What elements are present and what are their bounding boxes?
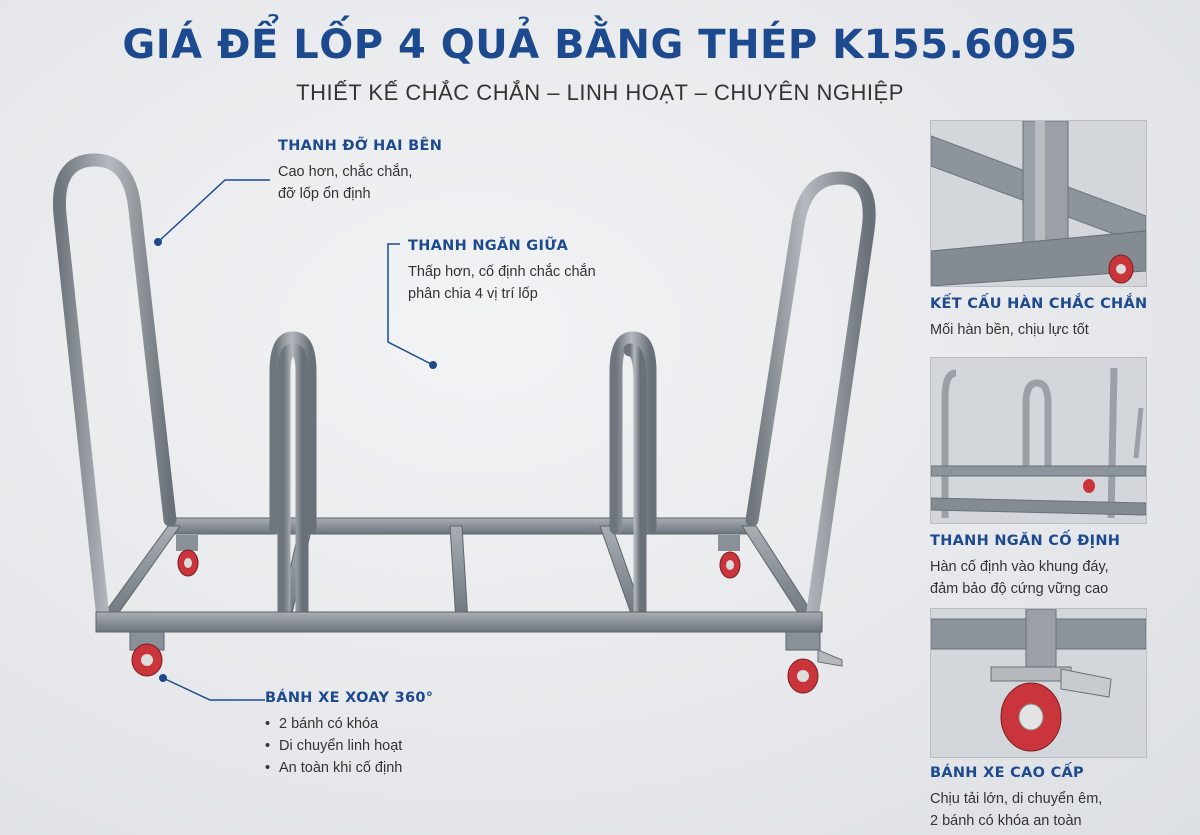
callout-heading: BÁNH XE XOAY 360° xyxy=(265,690,434,706)
caster-feature-list: 2 bánh có khóa Di chuyển linh hoạt An to… xyxy=(265,713,433,779)
detail-photo-premium-caster xyxy=(930,608,1147,758)
callout-heading: THANH ĐỠ HAI BÊN xyxy=(278,138,443,154)
callout-markers xyxy=(154,238,437,682)
frame-cross-members xyxy=(95,525,821,626)
detail-caption-premium-caster: BÁNH XE CAO CẤP Chịu tải lớn, di chuyển … xyxy=(930,765,1102,832)
list-item: 2 bánh có khóa xyxy=(265,713,433,735)
detail-caption-welded-joint: KẾT CẤU HÀN CHẮC CHẮN Mối hàn bền, chịu … xyxy=(930,296,1147,341)
detail-heading: THANH NGĂN CỐ ĐỊNH xyxy=(930,533,1121,549)
detail-text: Hàn cố định vào khung đáy, xyxy=(930,559,1109,575)
detail-caption-fixed-divider: THANH NGĂN CỐ ĐỊNH Hàn cố định vào khung… xyxy=(930,533,1120,600)
callout-caster: BÁNH XE XOAY 360° 2 bánh có khóa Di chuy… xyxy=(265,690,433,779)
frame-front-rail xyxy=(95,611,823,633)
callout-heading: THANH NGĂN GIỮA xyxy=(408,238,569,254)
callout-text: Thấp hơn, cố định chắc chắn xyxy=(408,264,596,280)
front-caster-right-locking xyxy=(785,631,843,694)
list-item: Di chuyển linh hoạt xyxy=(265,735,433,757)
middle-divider-loops xyxy=(269,331,657,629)
detail-text: đảm bảo độ cứng vững cao xyxy=(930,581,1109,597)
callout-side-support: THANH ĐỠ HAI BÊN Cao hơn, chắc chắn, đỡ … xyxy=(278,138,442,205)
list-item: An toàn khi cố định xyxy=(265,757,433,779)
callout-leader-lines xyxy=(157,179,434,701)
detail-photo-welded-joint xyxy=(930,120,1147,287)
detail-text: 2 bánh có khóa an toàn xyxy=(930,813,1082,829)
page-subtitle: THIẾT KẾ CHẮC CHẮN – LINH HOẠT – CHUYÊN … xyxy=(296,80,904,105)
callout-text: phân chia 4 vị trí lốp xyxy=(408,286,538,302)
detail-text: Mối hàn bền, chịu lực tốt xyxy=(930,322,1089,338)
callout-text: đỡ lốp ổn định xyxy=(278,186,371,202)
back-caster-left xyxy=(176,535,199,577)
front-caster-left xyxy=(129,631,165,677)
callout-text: Cao hơn, chắc chắn, xyxy=(278,164,413,180)
detail-text: Chịu tải lớn, di chuyển êm, xyxy=(930,791,1103,807)
callout-middle-divider: THANH NGĂN GIỮA Thấp hơn, cố định chắc c… xyxy=(408,238,596,305)
detail-heading: KẾT CẤU HÀN CHẮC CHẮN xyxy=(930,296,1148,312)
detail-heading: BÁNH XE CAO CẤP xyxy=(930,765,1084,781)
side-support-hoops xyxy=(52,153,876,625)
back-caster-right xyxy=(718,535,741,579)
page-title: GIÁ ĐỂ LỐP 4 QUẢ BẰNG THÉP K155.6095 xyxy=(122,22,1078,68)
tire-rack-illustration xyxy=(52,153,876,701)
detail-photo-fixed-divider xyxy=(930,357,1147,524)
